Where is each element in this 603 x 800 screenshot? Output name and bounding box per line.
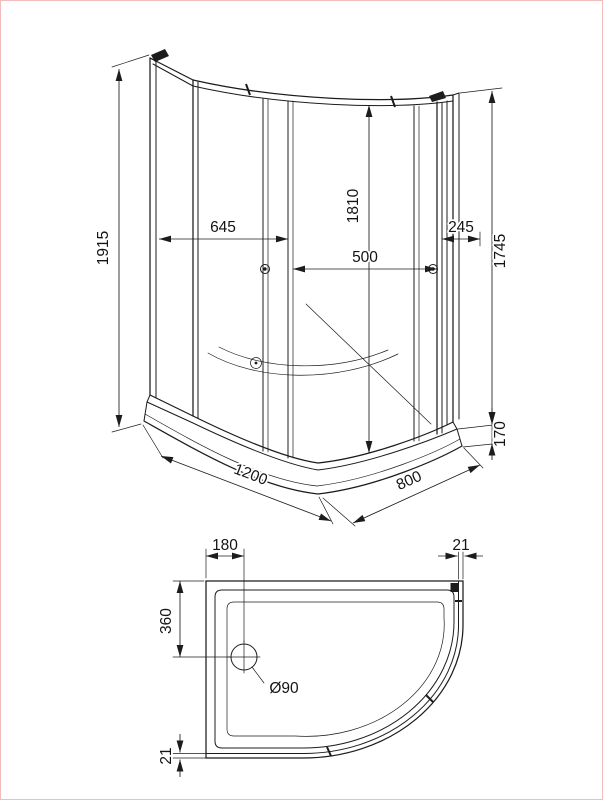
plan-view-dimensions: 180 21 360 Ø90 [156, 535, 483, 777]
roller-bracket-icon [245, 83, 251, 96]
drain-leader-line [251, 666, 265, 684]
tray-right-cap [452, 421, 463, 447]
dim-screen-height: 1745 [457, 87, 511, 448]
tray-floor-arc [207, 352, 399, 376]
tray-floor-outline [226, 601, 445, 737]
roller-bracket-icon [425, 694, 434, 703]
top-rail-curve [192, 79, 454, 101]
dim-profile-offset-bottom: 21 [156, 734, 207, 777]
dim-drain-offset-top: 360 [156, 580, 231, 658]
top-rail-curve-lower [192, 85, 454, 107]
left-panel-top-edge-inner [152, 63, 194, 87]
dim-door-height-label: 1810 [345, 188, 362, 223]
dim-tray-height: 170 [488, 408, 511, 460]
wall-bracket-left [151, 49, 169, 62]
tray-rim-outline [214, 589, 455, 749]
enclosure-structure [143, 49, 463, 495]
dim-drain-offset-left-label: 180 [212, 537, 238, 554]
door-handle-left [260, 264, 270, 274]
dim-left-section-label: 645 [210, 219, 236, 236]
wall-bracket-right [429, 91, 446, 102]
dim-drain-diameter-label: Ø90 [269, 680, 299, 697]
drain-icon [250, 357, 262, 369]
right-wall-cap [452, 92, 460, 96]
tray-back-edge [305, 303, 432, 425]
plan-view: 180 21 360 Ø90 [156, 535, 483, 777]
left-panel-top-edge [149, 57, 194, 81]
dim-door-opening-label: 500 [352, 249, 378, 266]
tray-floor-arc-inner [218, 346, 389, 367]
roller-bracket-icon [326, 746, 332, 757]
dim-right-section: 245 [442, 217, 481, 247]
tray-plan-structure [205, 580, 464, 759]
dim-profile-offset-bottom-label: 21 [158, 747, 175, 764]
dim-overall-height: 1915 [93, 54, 150, 433]
dim-profile-offset-right: 21 [438, 535, 483, 580]
corner-bracket-icon [450, 583, 459, 592]
roller-bracket-icon [390, 95, 396, 108]
dim-tray-depth: 800 [322, 447, 484, 527]
dim-left-section: 645 [159, 217, 288, 243]
drain-center-icon [254, 361, 258, 365]
tray-rim [149, 394, 454, 464]
dim-tray-depth-label: 800 [394, 468, 425, 494]
dim-right-section-label: 245 [448, 219, 474, 236]
dim-drain-offset-left: 180 [205, 535, 245, 643]
dim-overall-height-label: 1915 [95, 231, 112, 265]
dim-tray-width: 1200 [142, 424, 334, 525]
drain [227, 640, 265, 684]
dim-screen-height-label: 1745 [492, 234, 509, 268]
tray-left-cap [143, 394, 151, 422]
tray-outline [205, 580, 464, 759]
dim-tray-height-label: 170 [492, 421, 509, 447]
dim-profile-offset-right-label: 21 [452, 537, 469, 554]
dim-door-height: 1810 [343, 105, 373, 453]
dim-drain-offset-top-label: 360 [158, 608, 175, 634]
dim-door-opening: 500 [293, 247, 437, 273]
front-view: 1915 645 1810 500 245 [93, 49, 511, 527]
